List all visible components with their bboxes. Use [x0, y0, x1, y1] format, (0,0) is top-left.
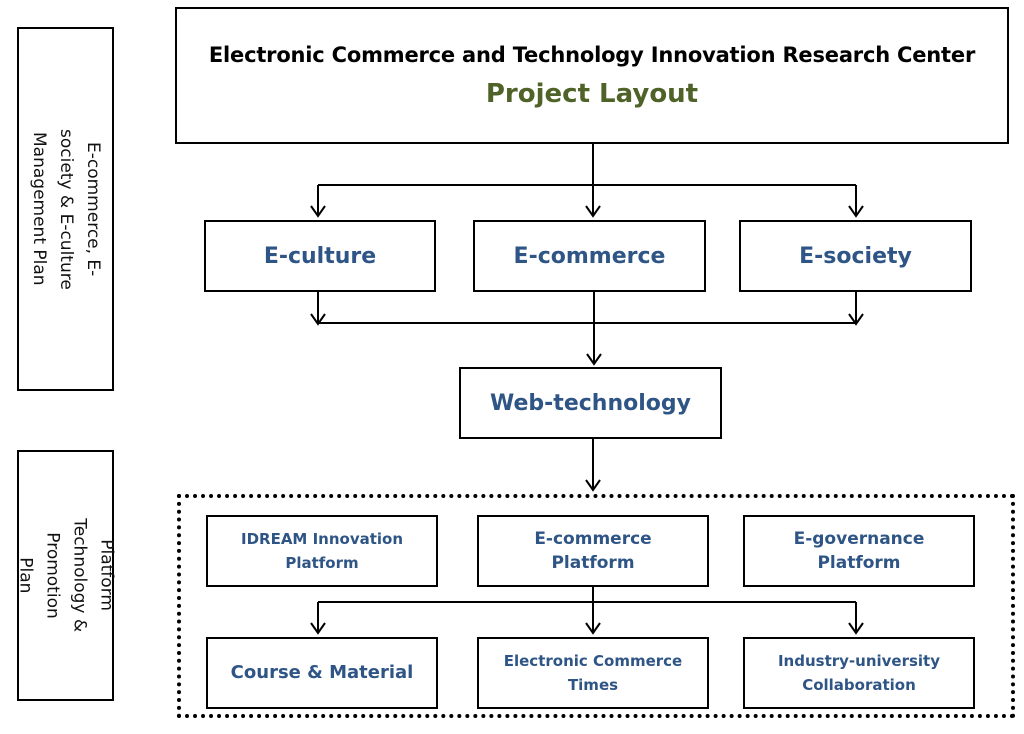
arrowhead-collaboration — [848, 622, 864, 635]
arrowhead-eculture — [310, 205, 326, 218]
arrowhead-right-merge — [848, 313, 864, 326]
diagram-title: Electronic Commerce and Technology Innov… — [208, 42, 976, 67]
side-label-promotion-plan: Platform Technology & Promotion Plan — [16, 450, 117, 701]
arrowhead-course — [310, 622, 326, 635]
node-industry-collaboration: Industry-university Collaboration — [743, 637, 975, 709]
node-web-technology: Web-technology — [459, 367, 722, 439]
arrowhead-web — [586, 353, 602, 366]
node-e-commerce: E-commerce — [473, 220, 706, 292]
side-label-management-plan-text: E-commerce, E-society & E-culture Manage… — [29, 128, 103, 290]
diagram-subtitle: Project Layout — [485, 78, 699, 109]
connector-platforms-to-outputs — [317, 585, 857, 631]
node-e-society: E-society — [739, 220, 972, 292]
platform-group-border — [177, 494, 1015, 718]
connector-tier1-to-web — [317, 291, 857, 362]
node-course-material: Course & Material — [206, 637, 438, 709]
arrowhead-platforms — [585, 479, 601, 492]
node-ecommerce-times: Electronic Commerce Times — [477, 637, 709, 709]
side-label-promotion-plan-text: Platform Technology & Promotion Plan — [15, 518, 117, 633]
node-egovernance-platform: E-governance Platform — [743, 515, 975, 587]
arrowhead-times — [585, 622, 601, 635]
arrowhead-esociety — [848, 205, 864, 218]
node-ecommerce-platform: E-commerce Platform — [477, 515, 709, 587]
node-idream-platform: IDREAM Innovation Platform — [206, 515, 438, 587]
arrowhead-ecommerce — [585, 205, 601, 218]
arrowhead-left-merge — [310, 313, 326, 326]
title-box: Electronic Commerce and Technology Innov… — [175, 7, 1009, 144]
connector-title-to-tier1 — [317, 143, 857, 215]
node-e-culture: E-culture — [204, 220, 436, 292]
side-label-management-plan: E-commerce, E-society & E-culture Manage… — [17, 27, 114, 391]
